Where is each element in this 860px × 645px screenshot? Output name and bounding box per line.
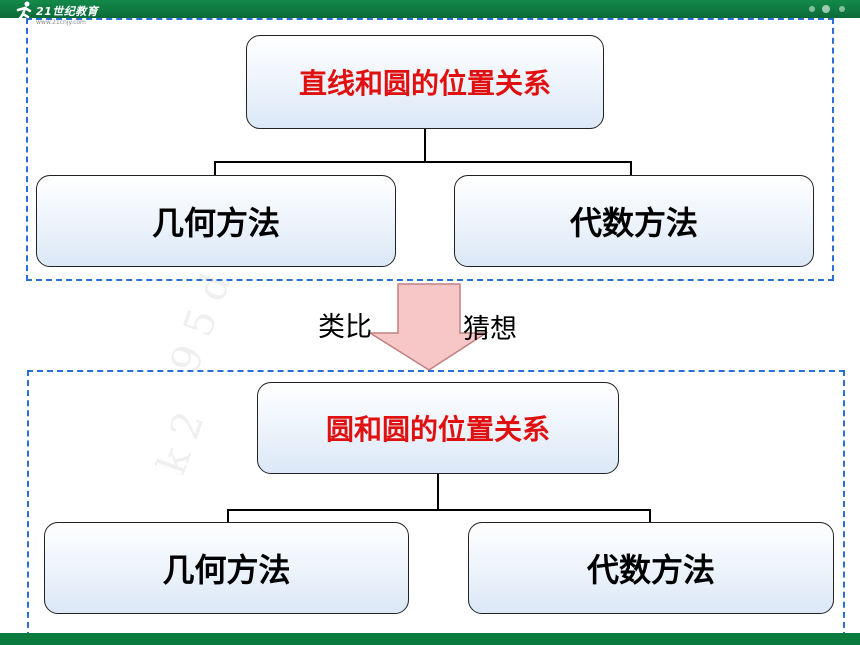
- bottom-connector-vertical: [437, 474, 439, 510]
- down-arrow-icon: [368, 283, 488, 371]
- arrow-left-label: 类比: [318, 312, 372, 343]
- bottom-left-method: 几何方法: [162, 551, 291, 589]
- arrow-right-label: 猜想: [463, 314, 517, 345]
- brand-url: www.21cnjy.com: [36, 19, 86, 26]
- background-watermark: 9 5 d: [161, 267, 241, 379]
- brand-logo: 21世纪教育 www.21cnjy.com: [14, 0, 114, 34]
- header-bar: [0, 0, 860, 18]
- bottom-connector-right: [649, 509, 651, 523]
- top-section-frame: [26, 18, 834, 281]
- bottom-left-method-box: 几何方法: [44, 522, 409, 614]
- top-left-method: 几何方法: [151, 204, 280, 242]
- top-title-box: 直线和圆的位置关系: [246, 35, 604, 129]
- top-connector-left: [214, 161, 216, 176]
- bottom-title: 圆和圆的位置关系: [325, 413, 550, 446]
- bottom-right-method: 代数方法: [586, 551, 715, 589]
- bottom-connector-horizontal: [227, 509, 651, 511]
- bottom-connector-left: [227, 509, 229, 523]
- top-connector-right: [630, 161, 632, 176]
- top-right-method-box: 代数方法: [454, 175, 814, 267]
- footer-bar: [0, 633, 860, 645]
- top-connector-horizontal: [214, 161, 632, 163]
- decor-stars-icon: [809, 5, 845, 13]
- bottom-title-box: 圆和圆的位置关系: [257, 382, 619, 474]
- top-right-method: 代数方法: [569, 204, 698, 242]
- bottom-right-method-box: 代数方法: [468, 522, 834, 614]
- top-left-method-box: 几何方法: [36, 175, 396, 267]
- runner-icon: [16, 1, 32, 22]
- top-title: 直线和圆的位置关系: [298, 67, 551, 100]
- brand-name: 21世纪教育: [36, 5, 99, 18]
- top-connector-vertical: [424, 129, 426, 162]
